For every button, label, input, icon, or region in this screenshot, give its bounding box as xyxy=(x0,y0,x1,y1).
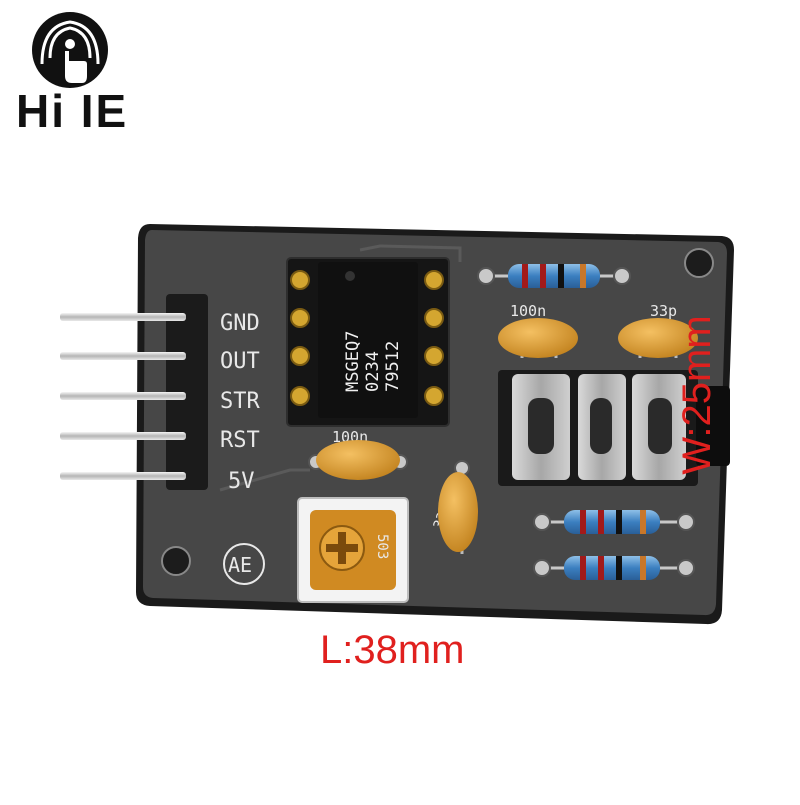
brand-logo-text: Hi IE xyxy=(16,85,129,137)
pin-label-gnd: GND xyxy=(220,311,260,336)
chip-line-3: 79512 xyxy=(383,341,403,392)
ae-logo: AE xyxy=(223,543,265,585)
resistor-top xyxy=(477,264,631,288)
pin-header xyxy=(60,294,208,490)
cap-label-100n-top: 100n xyxy=(510,302,546,320)
pin-label-rst: RST xyxy=(220,428,260,453)
length-dimension-label: L:38mm xyxy=(320,628,465,672)
pin-label-5v: 5V xyxy=(228,469,255,494)
chip-line-1: MSGEQ7 xyxy=(343,331,363,392)
ic-socket: MSGEQ7 0234 79512 xyxy=(286,257,450,427)
capacitor-33p xyxy=(618,318,698,358)
pin-labels: GND OUT STR RST 5V xyxy=(220,311,260,494)
capacitor-100n-mid xyxy=(308,440,408,480)
capacitor-100n-top xyxy=(498,318,578,358)
touch-signal-icon xyxy=(32,12,108,88)
pin-label-out: OUT xyxy=(220,349,260,374)
audio-jack xyxy=(498,370,730,486)
cap-label-33p: 33p xyxy=(650,302,677,320)
capacitor-33n xyxy=(438,460,478,554)
trimmer-potentiometer: 503 xyxy=(297,497,409,603)
width-dimension-label: W:25mm xyxy=(675,315,719,475)
svg-text:AE: AE xyxy=(228,553,252,577)
pin-label-str: STR xyxy=(220,389,260,414)
resistor-bottom xyxy=(533,556,695,580)
resistor-middle xyxy=(533,510,695,534)
chip-line-2: 0234 xyxy=(363,351,383,392)
trimmer-label: 503 xyxy=(374,534,390,559)
